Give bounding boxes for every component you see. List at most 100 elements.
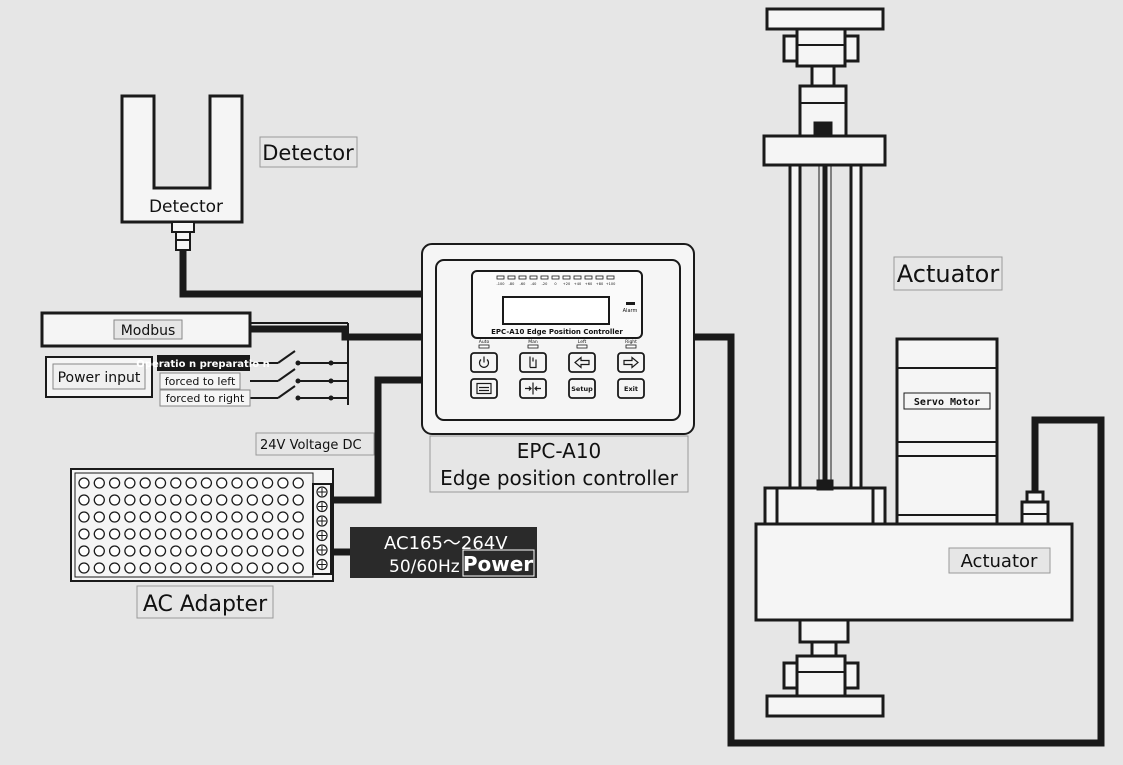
scale-tick-label: -20 [542,282,548,286]
switch-wires [250,322,349,405]
vent-hole [292,528,304,540]
scale-led [518,275,527,280]
scale-tick-label: +60 [585,282,592,286]
center-button[interactable] [519,378,547,399]
scale-tick-label: 0 [554,282,556,286]
ac-adapter-label: AC Adapter [143,592,268,617]
exit-button[interactable]: Exit [617,378,645,399]
vent-hole [231,511,243,523]
vent-hole [93,477,105,489]
button-row-1 [470,352,645,373]
ac-voltage-label: AC165～264V [384,533,508,554]
status-led [625,344,637,349]
vent-hole [231,477,243,489]
modbus-label: Modbus [121,323,176,339]
vent-hole [200,545,213,557]
vent-hole [261,477,274,489]
vent-hole [200,528,213,540]
terminal-screw [316,544,328,556]
vent-hole [139,511,151,523]
power-button[interactable] [470,352,498,373]
scale-tick-label: +80 [596,282,603,286]
arrow-right-icon [623,356,639,369]
led-label: Left [578,339,587,345]
vent-hole [139,562,151,574]
vent-hole [124,477,136,489]
detector-connector [171,221,195,233]
vent-hole [78,477,90,489]
scale-tick-label: -60 [520,282,526,286]
menu-button[interactable] [470,378,498,399]
vent-hole [200,477,213,489]
modbus-block: Modbus [40,311,252,348]
right-button[interactable] [617,352,645,373]
vent-hole [261,562,274,574]
dc-cable [333,376,424,504]
left-button[interactable] [568,352,596,373]
vent-hole [185,545,197,557]
forced-left-label: forced to left [165,375,236,388]
vent-hole [185,494,197,506]
scale-led [595,275,604,280]
scale-ticks [496,275,615,280]
vent-hole [216,511,228,523]
scale-led [507,275,516,280]
vent-hole [292,545,304,557]
vent-hole [78,528,90,540]
vent-hole [139,528,151,540]
scale-tick-label: +40 [574,282,581,286]
vent-hole [170,511,182,523]
vent-hole [93,562,105,574]
vent-hole [154,562,167,574]
actuator [754,7,1074,718]
vent-holes [78,477,304,574]
detector-inner-label: Detector [149,197,223,217]
vent-hole [216,494,228,506]
vent-hole [154,545,167,557]
vent-hole [93,528,105,540]
vent-hole [154,494,167,506]
vent-hole [108,528,121,540]
scale-led [562,275,571,280]
vent-hole [277,494,289,506]
vent-hole [216,477,228,489]
modbus-cable [250,325,424,341]
vent-hole [277,511,289,523]
arrow-left-icon [574,356,590,369]
vent-hole [246,511,258,523]
manual-button[interactable] [519,352,547,373]
vent-hole [200,562,213,574]
ac-power-label: Power [463,552,533,576]
vent-hole [124,562,136,574]
forced-right-label: forced to right [166,392,245,405]
scale-led [540,275,549,280]
vent-hole [93,545,105,557]
vent-hole [170,545,182,557]
detector: Detector Detector [120,94,358,251]
vent-hole [231,494,243,506]
vent-hole [231,545,243,557]
vent-hole [124,511,136,523]
vent-hole [154,528,167,540]
servo-motor-label: Servo Motor [914,397,980,408]
detector-body [120,94,244,224]
vent-hole [200,494,213,506]
led-label: Right [625,339,637,345]
scale-tick-label: -80 [509,282,515,286]
scale-tick-label: +20 [563,282,570,286]
vent-hole [108,545,121,557]
button-row-2: Setup Exit [470,378,645,399]
vent-hole [216,562,228,574]
vent-hole [154,477,167,489]
vent-hole [216,528,228,540]
vent-hole [139,545,151,557]
status-led [576,344,588,349]
scale-led [573,275,582,280]
terminal-screw [316,515,328,527]
terminal-screw [316,529,328,542]
vent-hole [185,477,197,489]
status-led [527,344,539,349]
vent-hole [93,494,105,506]
setup-button[interactable]: Setup [568,378,596,399]
